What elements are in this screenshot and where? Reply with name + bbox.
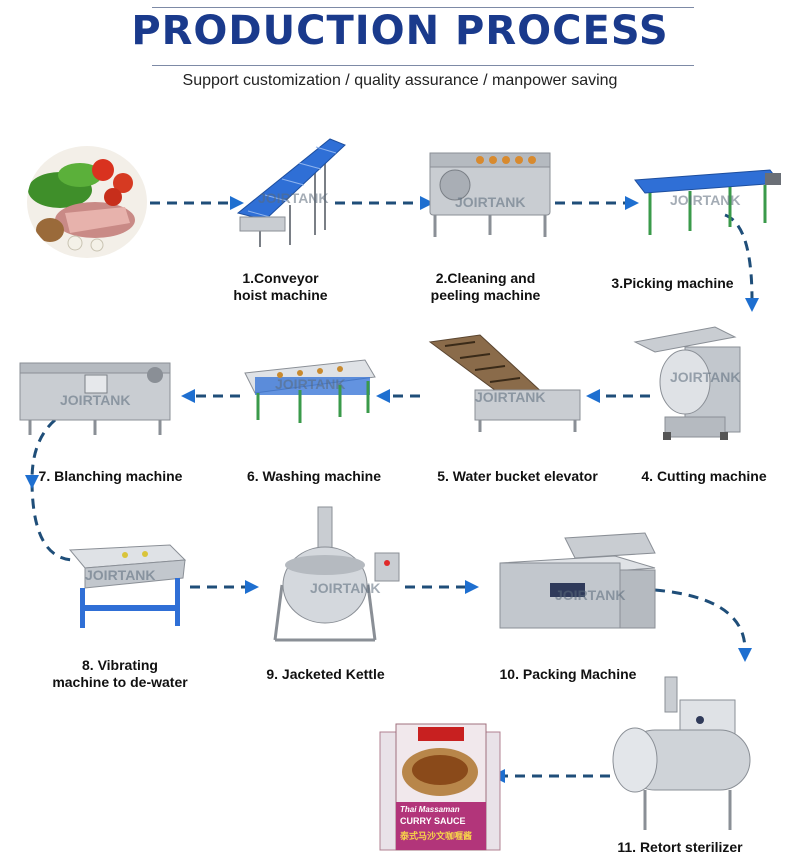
conveyor-hoist-icon: JOIRTANK [236,138,346,247]
watermark-5: JOIRTANK [475,389,546,405]
pouch-brand: Thai Massaman [400,805,460,814]
pouch-cn-text: 泰式马沙文咖喱酱 [400,831,473,841]
step-label-7: 7. Blanching machine [38,468,183,484]
curry-pouch-product: Thai Massaman CURRY SAUCE 泰式马沙文咖喱酱 [378,722,503,852]
arrowhead-2 [420,196,434,210]
cutting-machine-icon: JOIRTANK [633,326,741,440]
step-label-11: 11. Retort sterilizer [617,839,743,855]
blanching-machine-icon: JOIRTANK [19,362,171,435]
curry-pouch-icon [379,723,501,851]
retort-sterilizer-icon [612,676,751,830]
watermark-7: JOIRTANK [60,392,131,408]
watermark-6: JOIRTANK [275,376,346,392]
step-label-3: 3.Picking machine [611,275,734,291]
pouch-product: CURRY SAUCE [400,816,466,826]
watermark-4: JOIRTANK [670,369,741,385]
step-label-4: 4. Cutting machine [641,468,767,484]
step-label-10: 10. Packing Machine [499,666,637,682]
arrowhead-8 [25,475,39,489]
arrowhead-4 [745,298,759,312]
arrowhead-5 [586,389,600,403]
page-title: PRODUCTION PROCESS [131,8,669,54]
watermark-10: JOIRTANK [555,587,626,603]
flow-line-7-8 [30,418,76,562]
page-subtitle: Support customization / quality assuranc… [182,72,618,89]
bucket-elevator-icon: JOIRTANK [428,334,581,432]
peeling-machine-icon: JOIRTANK [429,152,551,237]
header-bottom-rule [152,65,694,66]
watermark-3: JOIRTANK [670,192,741,208]
arrowhead-9 [245,580,259,594]
vacuum-packing-icon: JOIRTANK [499,532,656,629]
arrowhead-3 [625,196,639,210]
watermark-2: JOIRTANK [455,194,526,210]
watermark-9: JOIRTANK [310,580,381,596]
raw-vegetables-icon [27,146,147,258]
header-top-rule [152,7,694,8]
arrowhead-6 [376,389,390,403]
jacketed-kettle-icon: JOIRTANK [273,506,400,642]
watermark-8: JOIRTANK [85,567,156,583]
arrowhead-10 [465,580,479,594]
arrowhead-1 [230,196,244,210]
step-label-6: 6. Washing machine [246,468,382,484]
step-label-9: 9. Jacketed Kettle [266,666,385,682]
arrowhead-11 [738,648,752,662]
picking-conveyor-icon: JOIRTANK [634,169,781,235]
step-label-5: 5. Water bucket elevator [437,468,598,484]
flow-line-10-11 [654,588,747,651]
washing-machine-icon: JOIRTANK [244,359,376,423]
arrowhead-7 [181,389,195,403]
watermark-1: JOIRTANK [258,190,329,206]
vibrating-machine-icon: JOIRTANK [68,544,187,628]
